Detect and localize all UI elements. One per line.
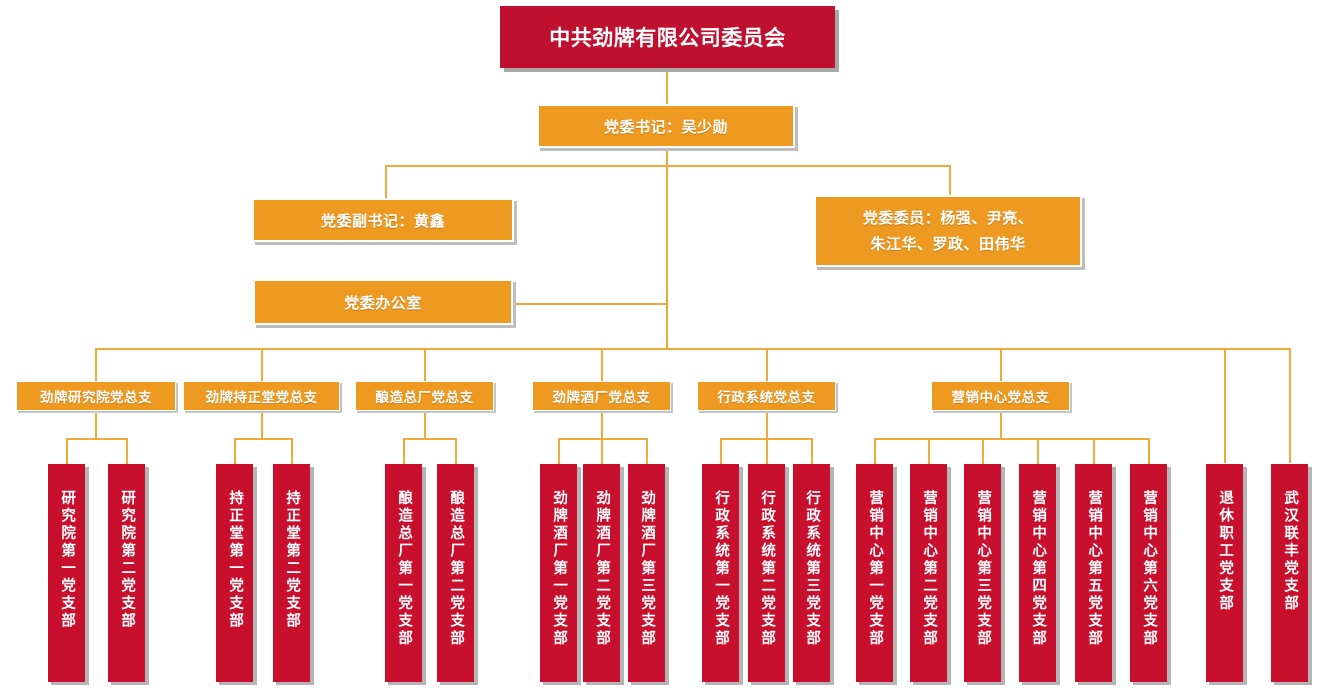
connector-branch5-leaf-4 xyxy=(1093,438,1095,464)
connector-branch3-leaf-1 xyxy=(601,438,603,464)
connector-branch5-leaf-2 xyxy=(982,438,984,464)
connector-branch3-leaf-2 xyxy=(646,438,648,464)
committee-members-line1: 党委委员：杨强、尹亮、 xyxy=(862,208,1034,227)
connector-branch1-bus xyxy=(234,438,293,440)
connector-branch5-down xyxy=(1000,411,1002,439)
connector-root-to-secretary xyxy=(666,68,668,104)
connector-branch4-leaf-2 xyxy=(811,438,813,464)
connector-bus-to-independent-0 xyxy=(1224,348,1226,463)
connector-bus-to-branch-4 xyxy=(766,348,768,381)
leaf-branch3-1[interactable]: 劲牌酒厂第二党支部 xyxy=(582,464,620,682)
connector-branch5-leaf-3 xyxy=(1037,438,1039,464)
connector-secretary-down xyxy=(666,148,668,166)
branch-pill-2[interactable]: 酿造总厂党总支 xyxy=(355,381,494,411)
branch-pill-4[interactable]: 行政系统党总支 xyxy=(697,381,836,411)
leaf-branch5-5[interactable]: 营销中心第六党支部 xyxy=(1129,464,1167,682)
connector-bus-to-independent-1 xyxy=(1289,348,1291,463)
leaf-branch0-0[interactable]: 研究院第一党支部 xyxy=(47,464,85,682)
leaf-branch4-2[interactable]: 行政系统第三党支部 xyxy=(792,464,830,682)
connector-branch-bus xyxy=(95,348,1291,350)
leaf-branch3-2[interactable]: 劲牌酒厂第三党支部 xyxy=(627,464,665,682)
connector-to-deputy xyxy=(385,165,387,198)
leaf-branch1-0[interactable]: 持正堂第一党支部 xyxy=(215,464,253,682)
leaf-branch5-3[interactable]: 营销中心第四党支部 xyxy=(1018,464,1056,682)
connector-branch5-leaf-0 xyxy=(874,438,876,464)
connector-branch4-leaf-0 xyxy=(720,438,722,464)
connector-bus-to-branch-2 xyxy=(424,348,426,381)
connector-bus-to-branch-5 xyxy=(1000,348,1002,381)
leaf-branch0-1[interactable]: 研究院第二党支部 xyxy=(107,464,145,682)
connector-branch4-down xyxy=(766,411,768,439)
connector-branch4-leaf-1 xyxy=(766,438,768,464)
connector-branch2-leaf-1 xyxy=(455,438,457,464)
leaf-branch5-1[interactable]: 营销中心第二党支部 xyxy=(909,464,947,682)
connector-branch0-down xyxy=(95,411,97,439)
connector-branch2-down xyxy=(424,411,426,439)
connector-branch2-bus xyxy=(403,438,457,440)
connector-branch5-leaf-5 xyxy=(1148,438,1150,464)
leaf-independent-0[interactable]: 退休职工党支部 xyxy=(1205,464,1243,682)
connector-branch0-leaf-1 xyxy=(126,438,128,464)
connector-office-to-trunk xyxy=(512,303,667,305)
leaf-branch2-1[interactable]: 酿造总厂第二党支部 xyxy=(436,464,474,682)
leaf-independent-1[interactable]: 武汉联丰党支部 xyxy=(1270,464,1308,682)
connector-branch1-leaf-0 xyxy=(234,438,236,464)
branch-pill-5[interactable]: 营销中心党总支 xyxy=(931,381,1070,411)
connector-branch2-leaf-0 xyxy=(403,438,405,464)
connector-bus-to-branch-3 xyxy=(601,348,603,381)
leaf-branch5-0[interactable]: 营销中心第一党支部 xyxy=(855,464,893,682)
connector-branch0-bus xyxy=(66,438,128,440)
leaf-branch2-0[interactable]: 酿造总厂第一党支部 xyxy=(384,464,422,682)
connector-branch1-leaf-1 xyxy=(291,438,293,464)
leaf-branch5-4[interactable]: 营销中心第五党支部 xyxy=(1074,464,1112,682)
committee-members-line2: 朱江华、罗政、田伟华 xyxy=(870,235,1026,253)
connector-branch0-leaf-0 xyxy=(66,438,68,464)
connector-bus-to-branch-0 xyxy=(95,348,97,381)
leaf-branch5-2[interactable]: 营销中心第三党支部 xyxy=(963,464,1001,682)
connector-branch3-bus xyxy=(558,438,648,440)
branch-pill-1[interactable]: 劲牌持正堂党总支 xyxy=(183,381,340,411)
connector-branch5-bus xyxy=(874,438,1149,440)
node-party-secretary[interactable]: 党委书记：吴少勋 xyxy=(537,104,795,148)
node-deputy-secretary[interactable]: 党委副书记：黄鑫 xyxy=(252,198,514,242)
leaf-branch4-0[interactable]: 行政系统第一党支部 xyxy=(701,464,739,682)
connector-branch5-leaf-1 xyxy=(928,438,930,464)
connector-branch3-down xyxy=(601,411,603,439)
connector-bus-to-branch-1 xyxy=(261,348,263,381)
leaf-branch3-0[interactable]: 劲牌酒厂第一党支部 xyxy=(539,464,577,682)
node-committee-members[interactable]: 党委委员：杨强、尹亮、 朱江华、罗政、田伟华 xyxy=(814,195,1082,267)
connector-branch3-leaf-0 xyxy=(558,438,560,464)
node-root-committee[interactable]: 中共劲牌有限公司委员会 xyxy=(500,6,835,68)
leaf-branch1-1[interactable]: 持正堂第二党支部 xyxy=(272,464,310,682)
connector-main-trunk xyxy=(666,165,668,349)
branch-pill-3[interactable]: 劲牌酒厂党总支 xyxy=(532,381,671,411)
branch-pill-0[interactable]: 劲牌研究院党总支 xyxy=(16,381,176,411)
leaf-branch4-1[interactable]: 行政系统第二党支部 xyxy=(747,464,785,682)
connector-level2-bus xyxy=(385,165,951,167)
connector-branch1-down xyxy=(261,411,263,439)
node-party-office[interactable]: 党委办公室 xyxy=(253,279,513,325)
connector-to-members xyxy=(949,165,951,195)
